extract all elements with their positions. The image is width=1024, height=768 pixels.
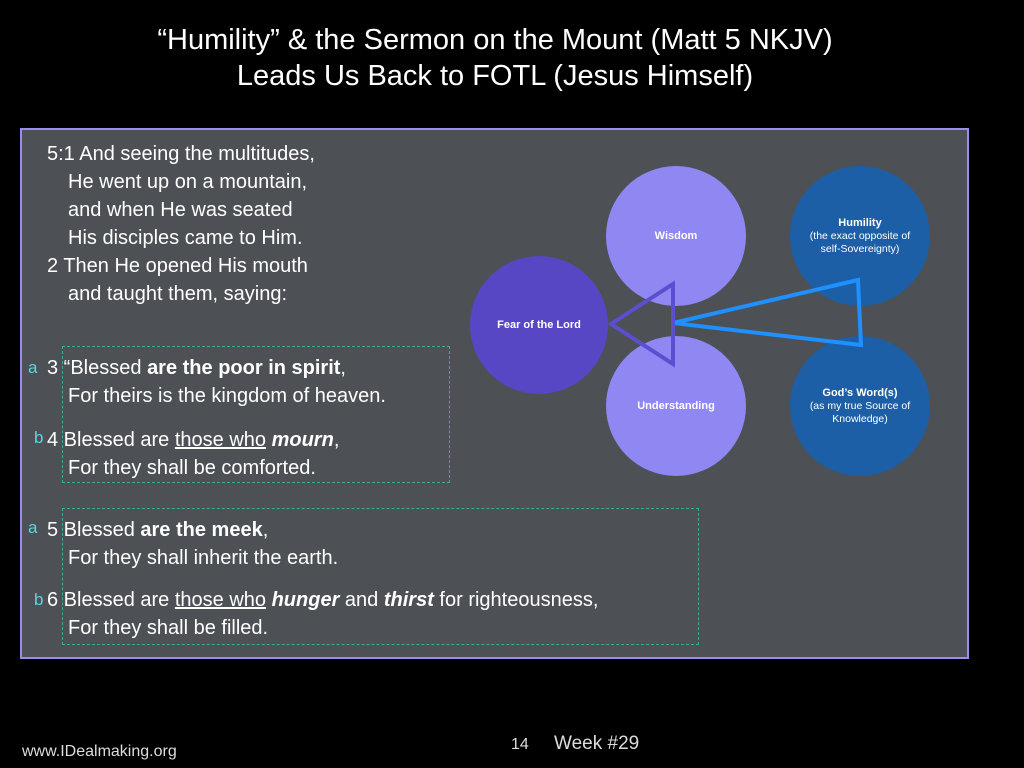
title-line-1: “Humility” & the Sermon on the Mount (Ma… [157,24,833,56]
week-label: Week #29 [554,733,640,754]
content-panel: 5:1 And seeing the multitudes, He went u… [20,128,969,659]
wisdom-circle: Wisdom [606,166,746,306]
humility-label: Humility [838,217,882,229]
slide-title: “Humility” & the Sermon on the Mount (Ma… [0,22,990,94]
beatitudes-box-2 [62,508,699,645]
diagram-triangles [607,277,864,368]
fear-of-the-lord-circle: Fear of the Lord [470,256,608,394]
marker-b-1: b [34,428,44,447]
marker-a-1: a [28,358,38,377]
verse-4-line-2: For they shall be comforted. [68,457,316,479]
verse-1-line-4: His disciples came to Him. [68,227,303,249]
title-line-2: Leads Us Back to FOTL (Jesus Himself) [236,60,754,92]
gods-word-circle: God’s Word(s) (as my true Source of Know… [790,336,930,476]
verse-2-line-1: 2 Then He opened His mouth [47,255,308,277]
verse-5-line-1: 5 Blessed are the meek, [47,519,269,541]
verse-3-line-2: For theirs is the kingdom of heaven. [68,385,386,407]
verse-1-line-2: He went up on a mountain, [68,171,308,193]
blue-triangle [672,277,864,348]
verse-3-line-1: 3 “Blessed are the poor in spirit, [47,357,346,379]
verse-1-line-1: 5:1 And seeing the multitudes, [47,143,315,165]
purple-triangle [607,280,675,368]
verse-1-line-3: and when He was seated [68,199,293,221]
humility-sublabel: (the exact opposite of self-Sovereignty) [809,230,911,255]
verse-2-line-2: and taught them, saying: [68,283,288,305]
website-link[interactable]: www.IDealmaking.org [22,743,177,760]
marker-a-2: a [28,518,38,537]
beatitudes-box-1 [62,346,450,483]
fear-of-the-lord-label: Fear of the Lord [497,319,581,331]
gods-word-label: God’s Word(s) [822,387,898,399]
gods-word-sublabel: (as my true Source of Knowledge) [809,400,911,425]
marker-b-2: b [34,590,44,609]
wisdom-label: Wisdom [654,230,698,242]
verse-6-line-1: 6 Blessed are those who hunger and thirs… [47,589,599,611]
verse-5-line-2: For they shall inherit the earth. [68,547,339,569]
verse-6-line-2: For they shall be filled. [68,617,269,639]
slide-number: 14 [511,736,529,753]
understanding-circle: Understanding [606,336,746,476]
understanding-label: Understanding [637,400,715,412]
verse-4-line-1: 4 Blessed are those who mourn, [47,429,340,451]
